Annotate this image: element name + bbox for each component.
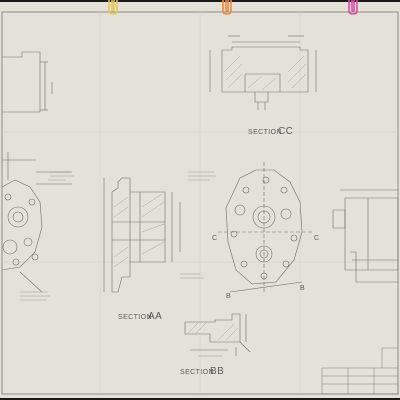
section-bb-hatch	[187, 322, 239, 341]
svg-text:CC: CC	[278, 126, 293, 137]
section-aa-hatch	[113, 193, 165, 268]
paper-folds	[2, 12, 398, 394]
callout-b-left: B	[226, 293, 231, 300]
view-right-side	[332, 189, 399, 283]
section-bb-view	[184, 313, 251, 356]
callout-c-left: C	[212, 235, 217, 242]
svg-text:SECTION: SECTION	[118, 314, 152, 321]
section-cc-hatch	[223, 55, 307, 91]
section-aa-view	[103, 177, 181, 293]
handwritten-notes	[20, 171, 222, 357]
callout-b-right: B	[300, 285, 305, 292]
section-cc-label: SECTION CC	[248, 126, 293, 137]
svg-text:SECTION: SECTION	[248, 129, 282, 136]
view-top-left	[2, 51, 53, 113]
section-aa-label: SECTION AA	[118, 311, 162, 322]
view-center-front	[218, 162, 312, 293]
title-block	[321, 347, 399, 395]
callout-c-right: C	[314, 235, 319, 242]
orange-paperclip	[220, 0, 234, 16]
section-bb-label: SECTION BB	[180, 366, 224, 377]
svg-text:AA: AA	[148, 311, 162, 322]
section-cc-view	[209, 35, 317, 110]
magenta-paperclip	[346, 0, 360, 16]
yellow-paperclip	[106, 0, 120, 16]
view-left-front	[1, 152, 72, 293]
svg-text:SECTION: SECTION	[180, 369, 214, 376]
svg-text:BB: BB	[210, 366, 224, 377]
